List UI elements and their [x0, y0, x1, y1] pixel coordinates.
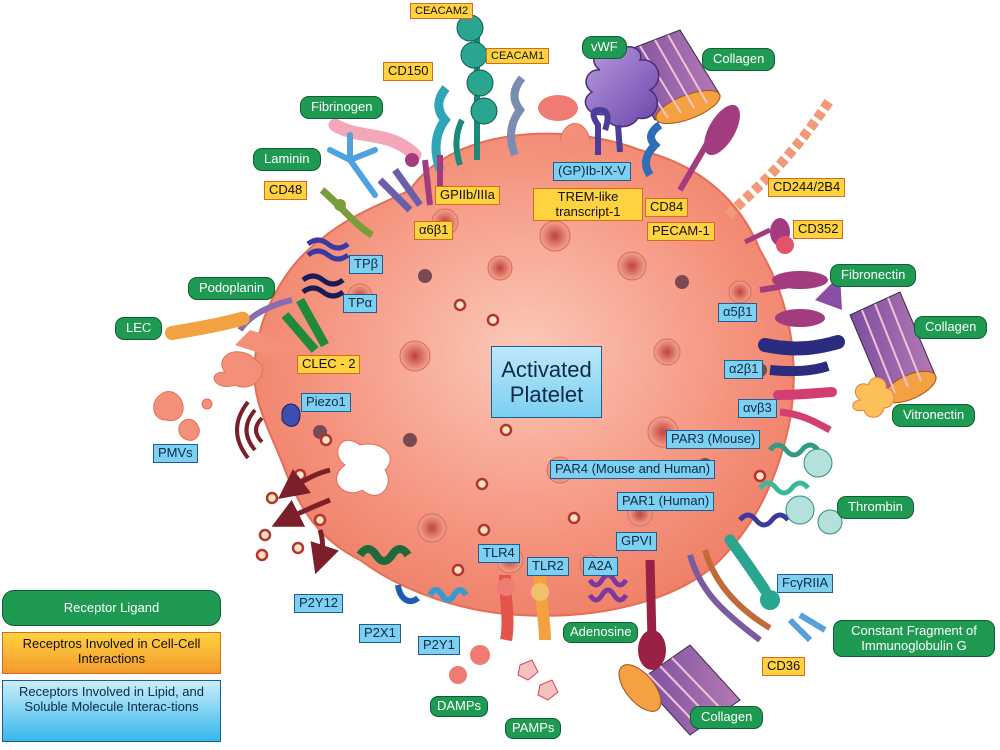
vesicle-top	[538, 95, 578, 121]
lec-ligand	[165, 311, 252, 340]
par-receptors	[738, 442, 820, 528]
ligand-label-collagen-right: Collagen	[914, 316, 988, 339]
ligand-label-igg: Constant Fragment of Immunoglobulin G	[833, 620, 995, 658]
ceacam1-receptor	[507, 75, 526, 157]
ceacam2-receptor	[456, 14, 498, 160]
collagen-bundle-right	[849, 291, 937, 404]
tlr-receptors	[497, 574, 551, 642]
ligand-label-vwf: vWF	[582, 36, 627, 59]
receptor-label-a6b1: α6β1	[414, 221, 454, 240]
receptor-label-avb3: αvβ3	[738, 399, 777, 418]
receptor-label-cd36: CD36	[762, 657, 806, 676]
receptor-label-fcgr: FcγRIIA	[777, 574, 834, 593]
fibrinogen-ligand	[328, 118, 422, 167]
clec2-receptor	[281, 297, 329, 353]
ligand-label-adenosine: Adenosine	[563, 622, 639, 643]
receptor-label-trem: TREM-like transcript-1	[533, 188, 643, 222]
cd244-receptor	[724, 97, 835, 219]
receptor-label-par4: PAR4 (Mouse and Human)	[550, 460, 716, 479]
title-line-2: Platelet	[509, 382, 584, 407]
gpib-receptor	[590, 106, 623, 155]
receptor-label-piezo: Piezo1	[301, 393, 351, 412]
legend-lipid-soluble: Receptors Involved in Lipid, and Soluble…	[2, 680, 221, 742]
fcgr-receptor	[724, 534, 780, 610]
igg-ligand	[787, 612, 827, 643]
pecam-receptor	[677, 104, 740, 192]
receptor-label-gpib: (GP)Ib-IX-V	[553, 162, 631, 181]
ligand-label-laminin: Laminin	[253, 148, 321, 171]
ligand-label-collagen-top: Collagen	[702, 48, 776, 71]
p2-receptors	[356, 545, 469, 605]
ligand-label-thrombin: Thrombin	[837, 496, 914, 519]
receptor-label-pmvs: PMVs	[153, 444, 198, 463]
ligand-label-fibronectin: Fibronectin	[830, 264, 917, 287]
title-line-1: Activated	[501, 356, 592, 382]
receptor-label-clec2: CLEC - 2	[297, 355, 361, 374]
cd352-receptor	[743, 218, 794, 254]
cd84-receptor	[642, 121, 663, 178]
receptor-label-p2y1: P2Y1	[418, 636, 460, 655]
receptor-label-tpa: TPα	[343, 294, 378, 313]
cd150-receptor	[431, 85, 465, 172]
receptor-label-cd48: CD48	[264, 181, 308, 200]
ligand-label-podoplanin: Podoplanin	[188, 277, 276, 300]
released-molecules	[235, 400, 339, 575]
cd48-receptor	[319, 187, 374, 239]
receptor-label-a2b1: α2β1	[724, 360, 764, 379]
receptor-label-pecam: PECAM-1	[647, 222, 715, 241]
vitronectin-ligand	[852, 377, 895, 418]
integrin-avb3	[773, 387, 837, 434]
damp-pamp-particles	[449, 645, 559, 701]
ligand-label-lec: LEC	[115, 317, 163, 340]
receptor-label-a5b1: α5β1	[718, 303, 758, 322]
receptor-label-par1: PAR1 (Human)	[617, 492, 715, 511]
receptor-label-tlr2: TLR2	[527, 557, 569, 576]
receptor-label-cd150: CD150	[383, 62, 434, 81]
receptor-label-cd352: CD352	[793, 220, 844, 239]
receptor-label-tlr4: TLR4	[478, 544, 520, 563]
pmv-vesicles	[153, 391, 213, 441]
receptor-label-cd244: CD244/2B4	[768, 178, 846, 197]
laminin-ligand	[327, 132, 378, 198]
legend-cell-cell: Receptros Involved in Cell-Cell Interact…	[2, 632, 221, 674]
receptor-label-a2a: A2A	[583, 557, 618, 576]
receptor-label-cd84: CD84	[645, 198, 689, 217]
receptor-label-gpvi: GPVI	[616, 532, 658, 551]
ligand-label-pamps: PAMPs	[505, 718, 562, 739]
integrin-a5b1	[759, 271, 828, 327]
ligand-label-fibrinogen: Fibrinogen	[300, 96, 384, 119]
receptor-label-gpiib: GPIIb/IIIa	[435, 186, 500, 205]
gpvi-receptor	[638, 559, 666, 670]
legend-receptor-ligand: Receptor Ligand	[2, 590, 221, 626]
ligand-label-vitronectin: Vitronectin	[892, 404, 976, 427]
receptor-label-tpb: TPβ	[349, 255, 384, 274]
receptor-label-ceacam1: CEACAM1	[486, 48, 550, 65]
ligand-label-collagen-bottom: Collagen	[690, 706, 764, 729]
receptor-label-p2y12: P2Y12	[294, 594, 344, 613]
diagram-title: Activated Platelet	[491, 346, 602, 418]
tp-receptors	[301, 237, 350, 299]
thrombin-ligand	[785, 448, 843, 535]
receptor-label-ceacam2: CEACAM2	[410, 3, 474, 20]
receptor-label-p2x1: P2X1	[359, 624, 401, 643]
integrin-a2b1	[758, 335, 845, 377]
piezo-receptor	[281, 403, 301, 427]
ligand-label-damps: DAMPs	[430, 696, 489, 717]
podoplanin-ligand	[237, 297, 293, 332]
receptor-label-par3: PAR3 (Mouse)	[666, 430, 761, 449]
cd36-receptor	[687, 549, 772, 643]
